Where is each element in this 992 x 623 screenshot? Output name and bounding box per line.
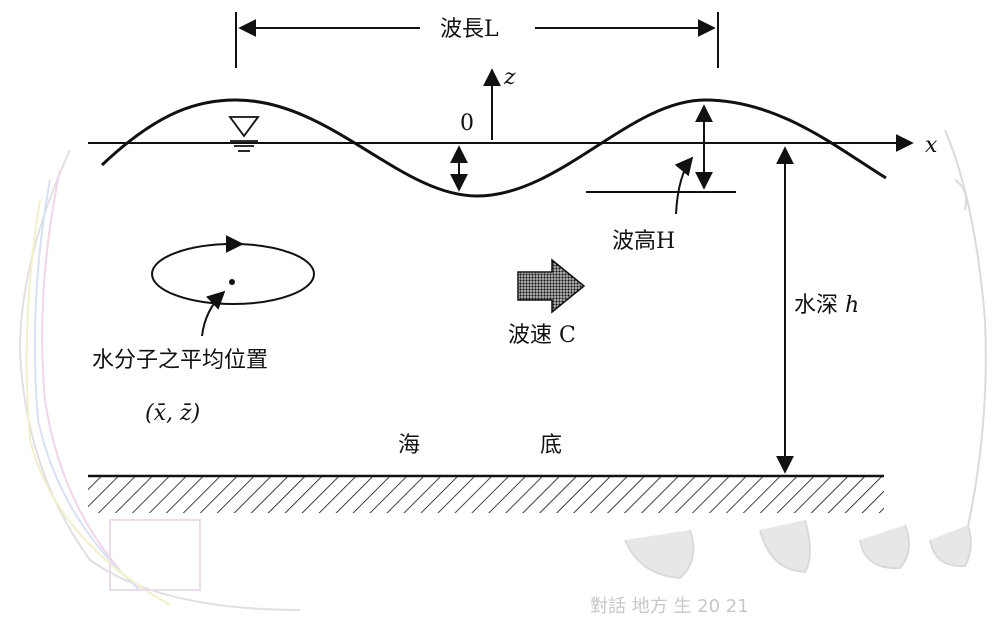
- corner-scribble: 對話 地方 生 20 21: [590, 596, 749, 617]
- wavelength-label: 波長L: [440, 17, 499, 42]
- background-sketch: 對話 地方 生 20 21: [18, 129, 987, 617]
- wave-height-dimension: [586, 104, 736, 215]
- wave-speed-arrow: [517, 258, 586, 314]
- water-depth-symbol: h: [845, 293, 859, 318]
- mean-position-formula: (x̄, z̄): [145, 401, 200, 426]
- x-axis-label: x: [925, 133, 938, 158]
- still-water-level-symbol: [228, 116, 260, 152]
- seabed-label-right: 底: [540, 433, 562, 458]
- diagram-panel: [88, 140, 945, 516]
- wave-profile: [100, 98, 887, 198]
- mean-position-dot: [229, 279, 235, 285]
- orbital-path: [151, 235, 315, 337]
- left-sketch-figure: [18, 149, 301, 611]
- seabed-label-left: 海: [398, 433, 420, 458]
- origin-label: 0: [460, 111, 474, 136]
- water-depth-label: 水深 h: [794, 293, 859, 318]
- mean-position-label: 水分子之平均位置: [92, 348, 268, 373]
- seabed-hatching: [88, 477, 884, 513]
- z-axis-label: z: [503, 65, 516, 90]
- right-sketch-figure: [624, 129, 987, 580]
- wave-speed-label: 波速 C: [508, 323, 576, 348]
- wave-height-label: 波高H: [612, 229, 675, 254]
- wavelength-dimension: [235, 12, 719, 68]
